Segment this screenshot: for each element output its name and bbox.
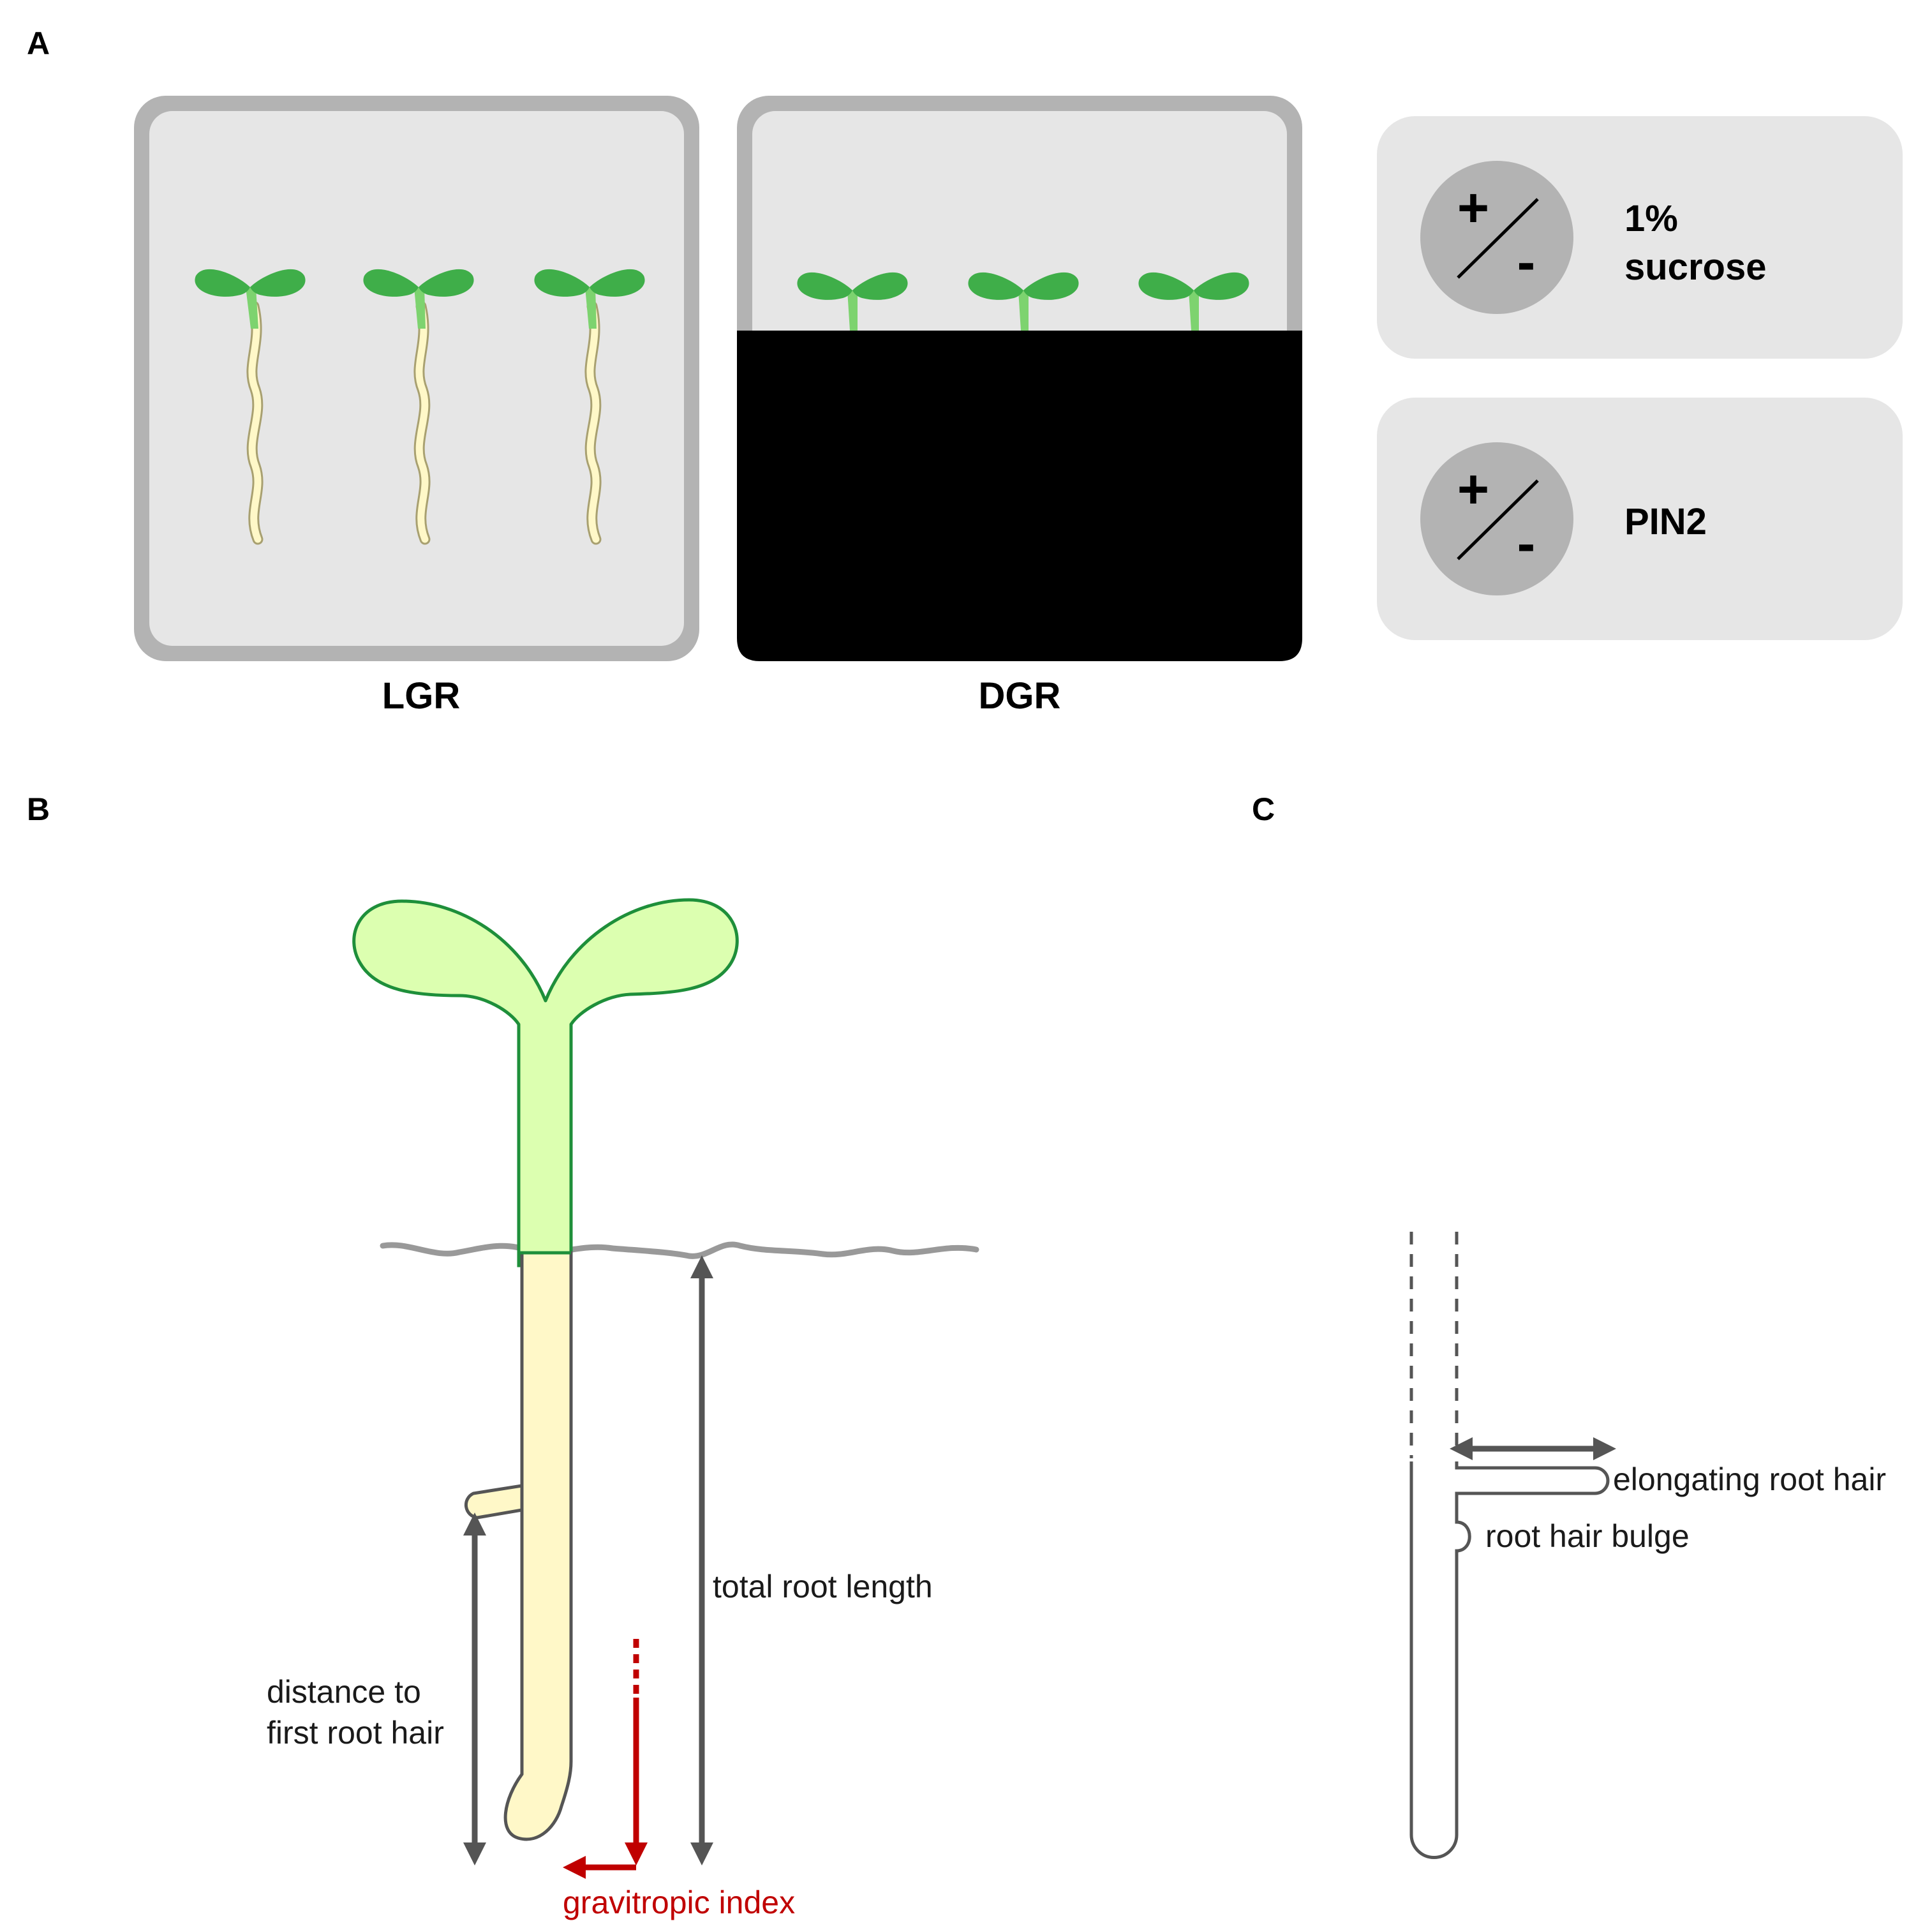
seedling <box>968 272 1079 331</box>
lgr-plate <box>134 96 699 661</box>
distance-label-line2: first root hair <box>267 1715 444 1751</box>
sucrose-label-line2: sucrose <box>1624 246 1766 288</box>
plus-sign: + <box>1457 459 1489 520</box>
dgr-label: DGR <box>979 675 1061 717</box>
seedling <box>363 269 474 545</box>
total-root-length-label: total root length <box>713 1569 933 1604</box>
plus-sign: + <box>1457 177 1489 239</box>
panel-letter-b: B <box>27 791 50 827</box>
root-hair-bulge-label: root hair bulge <box>1485 1518 1690 1554</box>
seedling <box>195 269 306 545</box>
panel-letter-c: C <box>1252 791 1275 827</box>
pin2-label: PIN2 <box>1624 501 1707 542</box>
gravitropic-index-label: gravitropic index <box>563 1885 795 1920</box>
minus-sign: - <box>1517 232 1536 293</box>
seedling <box>534 269 645 545</box>
root-cell-outline <box>1409 1461 1610 1859</box>
pin2-option-box: + - PIN2 <box>1377 398 1903 640</box>
large-seedling <box>352 898 739 1841</box>
dark-cover <box>737 331 1302 661</box>
sucrose-label-line1: 1% <box>1624 198 1678 239</box>
seedling <box>1138 272 1249 331</box>
lgr-label: LGR <box>382 675 460 717</box>
dgr-plate <box>737 96 1302 661</box>
sucrose-option-box: + - 1% sucrose <box>1377 116 1903 359</box>
first-root-hair <box>464 1484 524 1520</box>
elongating-root-hair-label: elongating root hair <box>1613 1461 1886 1497</box>
panel-letter-a: A <box>27 26 50 61</box>
soil-line <box>380 1241 979 1259</box>
minus-sign: - <box>1517 513 1536 574</box>
root-hair-schematic <box>1409 1232 1610 1859</box>
primary-root <box>503 1251 573 1841</box>
distance-label-line1: distance to <box>267 1674 421 1710</box>
cotyledons-hypocotyl <box>352 898 739 1255</box>
seedling <box>797 272 908 331</box>
